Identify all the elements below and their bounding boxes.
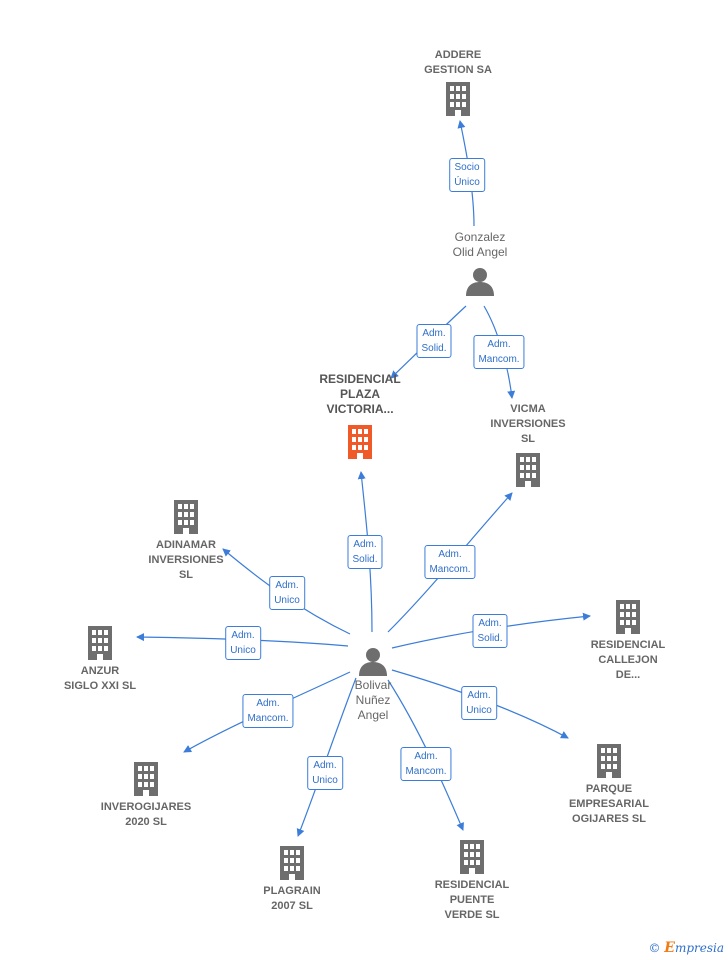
node-label: Bolivar Nuñez Angel: [354, 678, 392, 722]
empresia-logo: © Empresia: [648, 940, 724, 956]
person-icon: [466, 268, 494, 296]
node-label: PARQUE EMPRESARIAL OGIJARES SL: [568, 783, 650, 825]
building-icon: [348, 425, 372, 459]
edge-label-e12[interactable]: Adm. Mancom.: [400, 747, 452, 781]
node-label: ADDERE GESTION SA: [424, 49, 492, 76]
edge-label-e6[interactable]: Adm. Unico: [269, 576, 305, 610]
building-icon: [280, 846, 304, 880]
edge-label-e4[interactable]: Adm. Solid.: [347, 535, 383, 569]
node-residencial-callejon[interactable]: RESIDENCIAL CALLEJON DE...: [578, 600, 678, 683]
node-residencial-plaza-victoria[interactable]: RESIDENCIAL PLAZA VICTORIA...: [304, 372, 416, 459]
node-label: RESIDENCIAL PLAZA VICTORIA...: [319, 372, 401, 416]
building-icon: [516, 453, 540, 487]
edge-label-e11[interactable]: Adm. Unico: [307, 756, 343, 790]
edge-label-e2[interactable]: Adm. Solid.: [416, 324, 452, 358]
edge-label-e3[interactable]: Adm. Mancom.: [473, 335, 525, 369]
node-parque-empresarial[interactable]: PARQUE EMPRESARIAL OGIJARES SL: [554, 744, 664, 827]
node-gonzalez[interactable]: Gonzalez Olid Angel: [430, 230, 530, 296]
copyright-symbol: ©: [648, 941, 661, 955]
building-icon: [446, 82, 470, 116]
node-adinamar[interactable]: ADINAMAR INVERSIONES SL: [136, 500, 236, 583]
node-label: VICMA INVERSIONES SL: [490, 403, 566, 445]
node-plagrain[interactable]: PLAGRAIN 2007 SL: [242, 846, 342, 914]
node-addere[interactable]: ADDERE GESTION SA: [408, 48, 508, 116]
node-label: INVEROGIJARES 2020 SL: [100, 801, 192, 828]
node-inverogijares[interactable]: INVEROGIJARES 2020 SL: [86, 762, 206, 830]
building-icon: [460, 840, 484, 874]
edge-label-e5[interactable]: Adm. Mancom.: [424, 545, 476, 579]
building-icon: [597, 744, 621, 778]
building-icon: [174, 500, 198, 534]
brand-rest: mpresia: [674, 941, 724, 955]
person-icon: [359, 648, 387, 676]
edge-label-e1[interactable]: Socio Único: [449, 158, 485, 192]
node-label: Gonzalez Olid Angel: [452, 230, 508, 259]
edge-label-e7[interactable]: Adm. Unico: [225, 626, 261, 660]
node-label: PLAGRAIN 2007 SL: [263, 885, 321, 912]
building-icon: [616, 600, 640, 634]
brand-e: E: [664, 940, 675, 956]
building-icon: [134, 762, 158, 796]
node-anzur[interactable]: ANZUR SIGLO XXI SL: [50, 626, 150, 694]
node-label: RESIDENCIAL PUENTE VERDE SL: [434, 879, 510, 921]
edge-label-e9[interactable]: Adm. Mancom.: [242, 694, 294, 728]
node-residencial-puente-verde[interactable]: RESIDENCIAL PUENTE VERDE SL: [422, 840, 522, 923]
node-bolivar[interactable]: Bolivar Nuñez Angel: [333, 646, 413, 723]
node-vicma[interactable]: VICMA INVERSIONES SL: [478, 402, 578, 487]
building-icon: [88, 626, 112, 660]
node-label: RESIDENCIAL CALLEJON DE...: [590, 639, 666, 681]
node-label: ANZUR SIGLO XXI SL: [63, 665, 137, 692]
edge-label-e8[interactable]: Adm. Solid.: [472, 614, 508, 648]
edge-label-e10[interactable]: Adm. Unico: [461, 686, 497, 720]
node-label: ADINAMAR INVERSIONES SL: [148, 539, 224, 581]
